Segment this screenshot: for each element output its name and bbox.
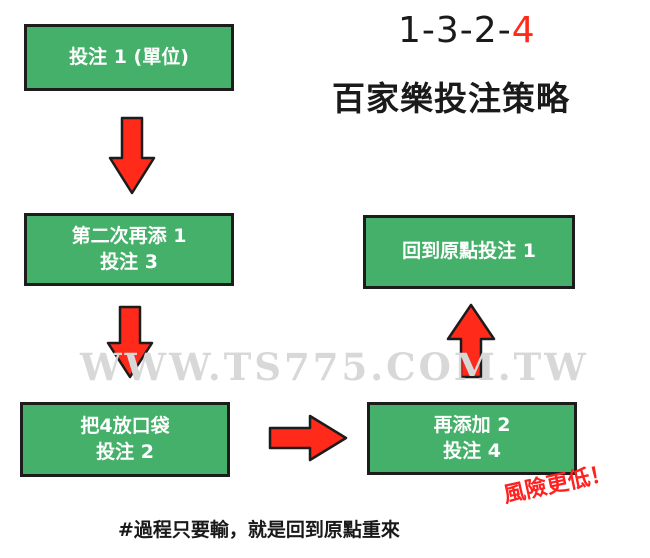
step-1-label: 投注 1 (單位) bbox=[69, 45, 189, 68]
step-5-label: 回到原點投注 1 bbox=[402, 240, 536, 263]
arrow-down-icon bbox=[106, 305, 154, 379]
step-2-label-line2: 投注 3 bbox=[100, 250, 158, 273]
step-3-label-line2: 投注 2 bbox=[96, 440, 154, 463]
title-sequence: 1-3-2- bbox=[398, 10, 512, 51]
title-highlight-number: 4 bbox=[511, 10, 536, 51]
footer-note: #過程只要輸，就是回到原點重來 bbox=[118, 519, 400, 541]
arrow-down-icon bbox=[108, 116, 156, 195]
arrow-right-icon bbox=[268, 414, 348, 462]
step-3-label-line1: 把4放口袋 bbox=[80, 414, 170, 437]
arrow-up-icon bbox=[446, 303, 496, 379]
step-3-box: 把4放口袋 投注 2 bbox=[20, 402, 230, 477]
strategy-subtitle: 百家樂投注策略 bbox=[332, 79, 570, 118]
step-1-box: 投注 1 (單位) bbox=[24, 24, 234, 91]
step-5-box: 回到原點投注 1 bbox=[363, 215, 575, 289]
step-2-box: 第二次再添 1 投注 3 bbox=[24, 213, 234, 286]
step-4-label-line2: 投注 4 bbox=[443, 439, 501, 462]
website-watermark: WWW.TS775.COM.TW bbox=[80, 345, 589, 389]
step-4-box: 再添加 2 投注 4 bbox=[367, 402, 577, 475]
strategy-title: 1-3-2-4 bbox=[398, 10, 536, 51]
step-2-label-line1: 第二次再添 1 bbox=[71, 224, 187, 247]
step-4-label-line1: 再添加 2 bbox=[433, 413, 511, 436]
